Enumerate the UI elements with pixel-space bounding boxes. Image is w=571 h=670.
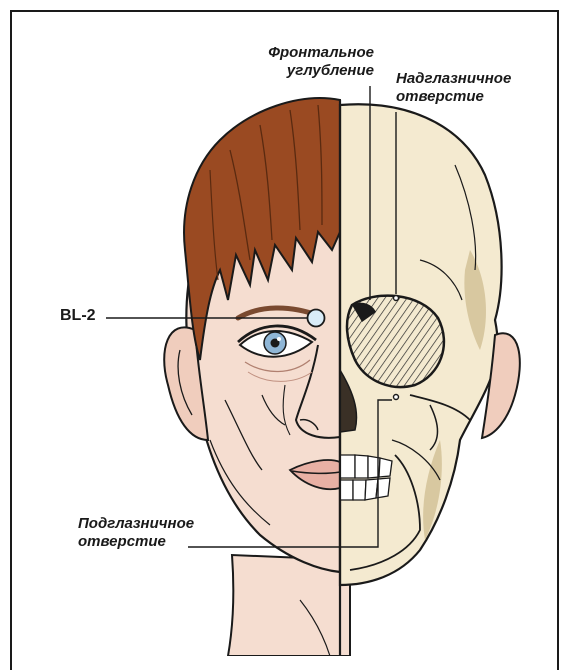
supraorbital-foramen-label: Надглазничное отверстие: [396, 70, 546, 106]
frontal-notch-label: Фронтальное углубление: [228, 44, 374, 80]
supraorbital-foramen-dot: [394, 296, 399, 301]
infraorbital-foramen-label: Подглазничное отверстие: [78, 515, 238, 551]
infraorbital-foramen-dot: [394, 395, 399, 400]
bl2-marker: [308, 310, 325, 327]
bl2-label: BL-2: [60, 307, 96, 325]
